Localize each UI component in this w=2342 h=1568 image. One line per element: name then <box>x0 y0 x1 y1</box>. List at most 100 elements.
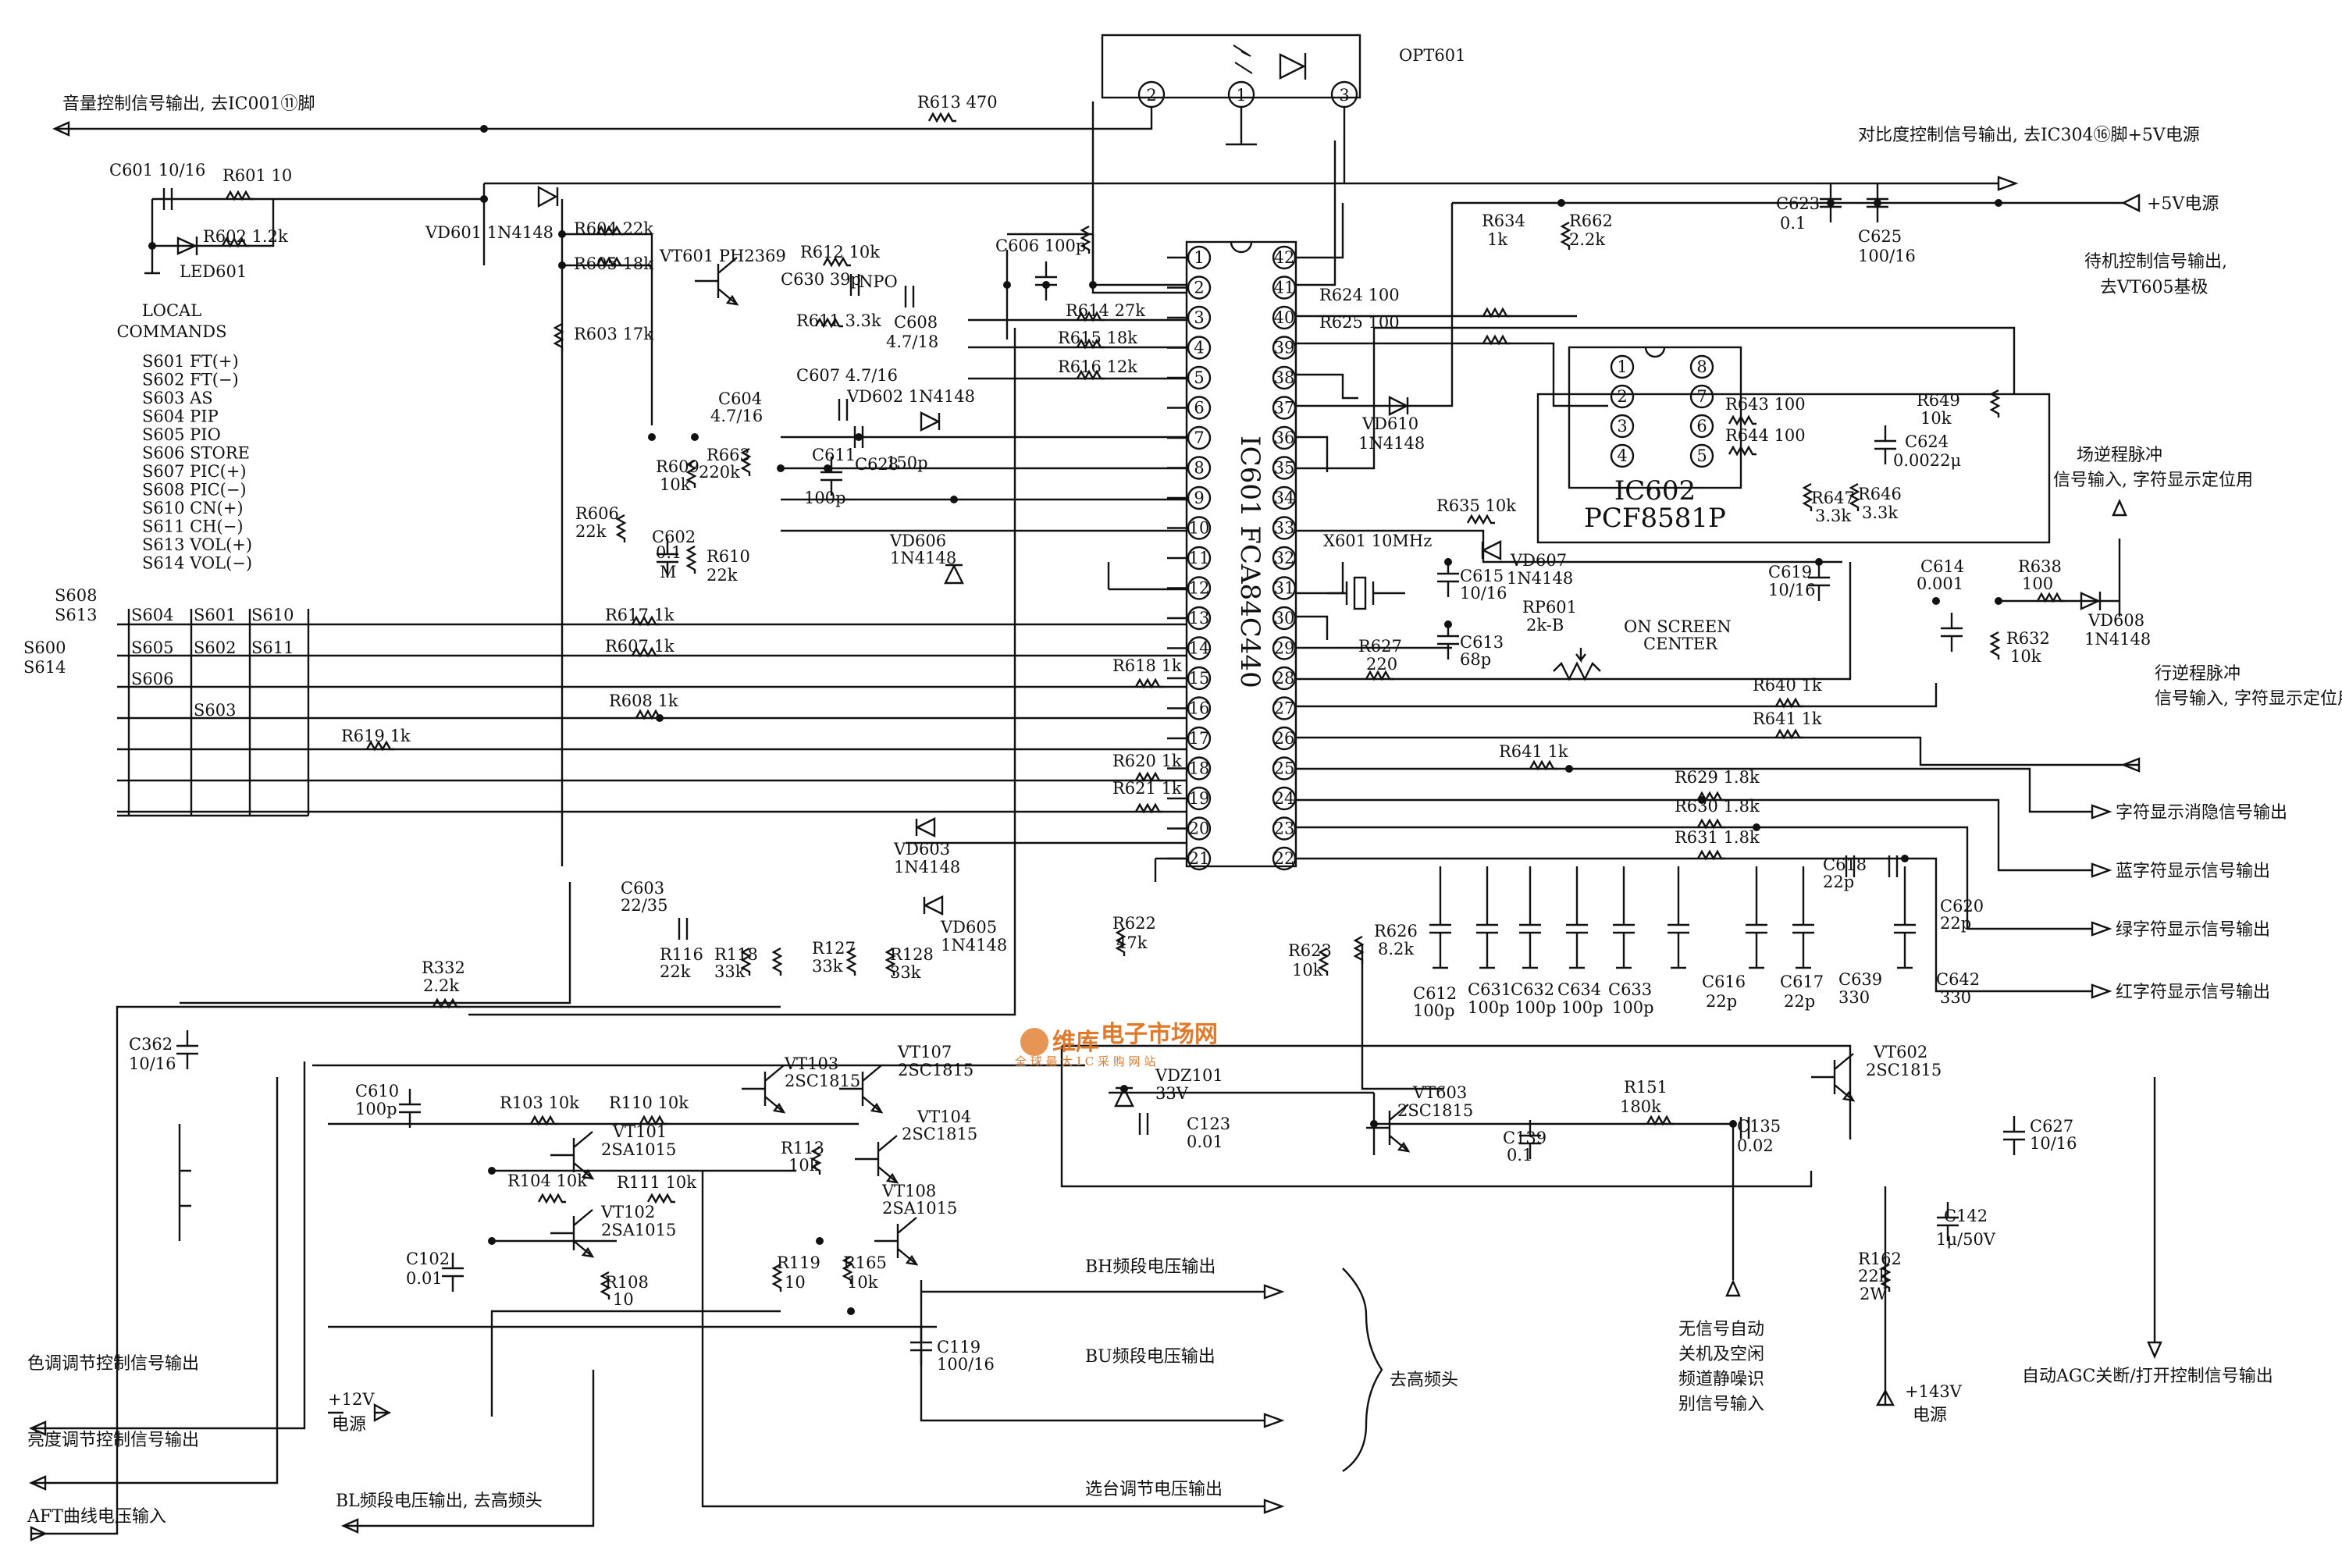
x601-crystal-icon <box>1327 576 1405 610</box>
local-command-item: S601 FT(+) <box>142 352 239 371</box>
resistor-r113 <box>810 1146 822 1175</box>
ic602-pin-4-number: 4 <box>1617 446 1627 465</box>
resistor-r602 <box>221 236 250 248</box>
pins39-40-wires <box>1296 315 1608 407</box>
junction-dot <box>1753 823 1760 831</box>
ic601-pin-24-number: 24 <box>1274 789 1295 808</box>
pin36-ground <box>1296 436 1329 472</box>
ic601-pin-22 <box>1272 846 1297 871</box>
led601-icon <box>176 236 198 255</box>
vd605-icon <box>923 895 944 916</box>
junction-dot <box>691 433 699 441</box>
junction-dot <box>488 1237 496 1245</box>
junction-dot <box>855 433 863 441</box>
switch-label-s602: S602 <box>194 638 236 657</box>
label-vd601: VD601 1N4148 <box>425 223 553 242</box>
pins28-29-wires <box>1296 562 1852 681</box>
junction-dot <box>1370 1120 1378 1128</box>
junction-dot <box>558 230 566 238</box>
ic601-pin-32-number: 32 <box>1274 549 1295 567</box>
ic602-pin-5-number: 5 <box>1696 446 1707 465</box>
switch-label-s610: S610 <box>251 606 294 624</box>
label-c631b: 100p <box>1468 998 1510 1017</box>
label-r630: R630 1.8k <box>1675 797 1760 816</box>
opt601-photodiode-icon <box>1279 53 1307 80</box>
label-vd607b: 1N4148 <box>1507 569 1573 588</box>
label-vd603b: 1N4148 <box>894 858 960 876</box>
plus143v-arrow-icon <box>1875 1388 1895 1406</box>
nosignal-arrow-icon <box>1725 1279 1741 1297</box>
transistor-vt102 <box>550 1209 593 1257</box>
label-c634a: C634 <box>1557 980 1601 999</box>
label-r116b: 22k <box>660 962 691 981</box>
label-rp601b: 2k-B <box>1526 616 1564 635</box>
label-c630: C630 39p <box>781 270 861 289</box>
label-r647a: R647 <box>1811 489 1855 507</box>
label-c601: C601 10/16 <box>109 161 205 180</box>
label-c618b: 22p <box>1823 873 1854 891</box>
ic601-pin-17 <box>1187 726 1212 751</box>
label-c602a: C602 <box>652 528 696 546</box>
ic602-body <box>1568 346 1742 489</box>
label-r635: R635 10k <box>1436 496 1516 515</box>
ic602-frame <box>1536 393 2051 544</box>
label-r621: R621 1k <box>1112 779 1182 798</box>
plus5v-label: +5V电源 <box>2147 194 2219 214</box>
ic601-pin-26-number: 26 <box>1274 729 1295 748</box>
label-r110: R110 10k <box>609 1093 689 1112</box>
plus12v-label-1: +12V <box>328 1390 375 1409</box>
label-vdz101b: 33V <box>1155 1084 1189 1103</box>
ic601-pin-39-number: 39 <box>1274 339 1295 357</box>
ic601-pin-7 <box>1187 425 1212 450</box>
ic601-pin-22-number: 22 <box>1274 849 1295 868</box>
resistor-r649 <box>1989 389 2001 418</box>
capacitor-c620 <box>1888 855 1899 877</box>
local-command-item: S613 VOL(+) <box>142 535 252 554</box>
capacitor-c607 <box>838 399 849 421</box>
ic601-pin-26 <box>1272 726 1297 751</box>
junction-dot <box>1729 1120 1737 1128</box>
caption: …… <box>1327 1562 1361 1568</box>
ic601-pin-2 <box>1187 276 1212 300</box>
ic602-pin-2-number: 2 <box>1617 387 1627 406</box>
label-r646a: R646 <box>1858 485 1902 503</box>
ic601-pin-29 <box>1272 636 1297 660</box>
blank-output-label: 字符显示消隐信号输出 <box>2116 803 2287 823</box>
label-r629: R629 1.8k <box>1675 768 1760 787</box>
label-r632b: 10k <box>2010 647 2041 666</box>
transistor-vt601 <box>695 257 738 305</box>
label-c625b: 100/16 <box>1858 247 1916 265</box>
label-r625: R625 100 <box>1319 313 1400 332</box>
junction-dot <box>558 261 566 269</box>
pin23-green-wire <box>1296 826 2092 930</box>
local-command-item: S606 STORE <box>142 444 250 463</box>
hue-arrow-icon <box>29 1420 47 1436</box>
opt601-label: OPT601 <box>1399 46 1465 65</box>
ic601-pin-42 <box>1272 245 1297 270</box>
ic601-pin-3 <box>1187 305 1212 330</box>
capacitor-c619 <box>1808 562 1830 601</box>
label-c139a: C139 <box>1503 1129 1547 1147</box>
label-x601: X601 10MHz <box>1323 532 1432 550</box>
label-vd606a: VD606 <box>889 532 946 550</box>
vd607-icon <box>1481 540 1502 560</box>
resistor-r604 <box>596 225 625 236</box>
capacitor-c606 <box>1035 261 1057 300</box>
ic601-pin-5 <box>1187 365 1212 390</box>
plus5v-arrow-icon <box>2121 194 2141 212</box>
bu-output-label: BU频段电压输出 <box>1085 1347 1215 1367</box>
label-vd607a: VD607 <box>1510 551 1567 570</box>
rgb-output-arrows <box>2091 804 2112 999</box>
transistor-vt101-arrow <box>581 1168 595 1180</box>
opt601-pin-1-label: 1 <box>1236 86 1246 105</box>
label-rp601a: RP601 <box>1522 598 1577 617</box>
label-c617a: C617 <box>1780 972 1824 991</box>
capacitor-c625 <box>1867 183 1888 222</box>
resistor-r608 <box>635 709 664 720</box>
capacitor-c623 <box>1820 183 1842 222</box>
ic601-pin-25-number: 25 <box>1274 759 1295 778</box>
junction-dot <box>648 433 656 441</box>
watermark-text-2: 全 球 最 大 I C 采 购 网 站 <box>1015 1054 1155 1068</box>
capacitor-c627 <box>2003 1116 2025 1155</box>
